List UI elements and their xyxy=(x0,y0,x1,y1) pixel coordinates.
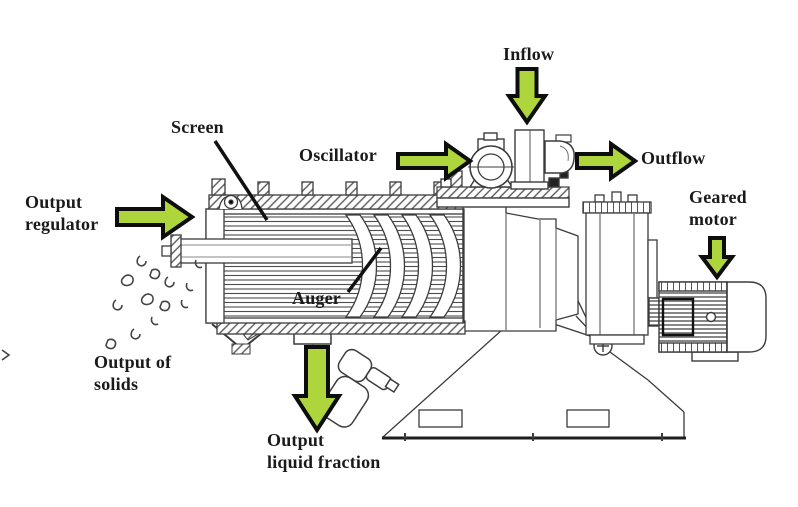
auger-leader-line xyxy=(346,246,383,294)
outflow-arrow xyxy=(575,140,639,182)
geared-motor-arrow xyxy=(698,236,736,281)
drum-and-screen xyxy=(161,170,466,335)
label-outflow: Outflow xyxy=(641,148,706,168)
motor-drawing xyxy=(648,281,767,362)
label-screen: Screen xyxy=(171,117,224,137)
outflow-elbow xyxy=(544,134,575,174)
inflow-pipe xyxy=(510,129,549,190)
label-output-regulator: Output regulator xyxy=(25,192,99,234)
rail-bolts xyxy=(257,181,446,196)
oscillator-arrow xyxy=(396,140,474,182)
label-auger: Auger xyxy=(292,288,341,308)
label-output-liquid: Output liquid fraction xyxy=(267,430,381,472)
label-geared-motor: Geared motor xyxy=(689,187,747,229)
oscillator-drawing xyxy=(436,132,570,208)
label-oscillator: Oscillator xyxy=(299,145,377,165)
auger-flights xyxy=(344,214,462,318)
base-frame xyxy=(382,275,686,441)
output-liquid-arrow xyxy=(291,345,343,434)
gearbox-drawing xyxy=(582,191,658,345)
discharge-housing xyxy=(461,205,579,332)
inflow-arrow xyxy=(505,67,549,126)
label-output-solids: Output of solids xyxy=(94,352,172,394)
auger-shaft xyxy=(161,234,353,268)
label-inflow: Inflow xyxy=(503,44,555,64)
output-regulator-arrow xyxy=(115,193,196,241)
screen-leader-line xyxy=(213,140,269,221)
solids-particles xyxy=(1,255,203,361)
